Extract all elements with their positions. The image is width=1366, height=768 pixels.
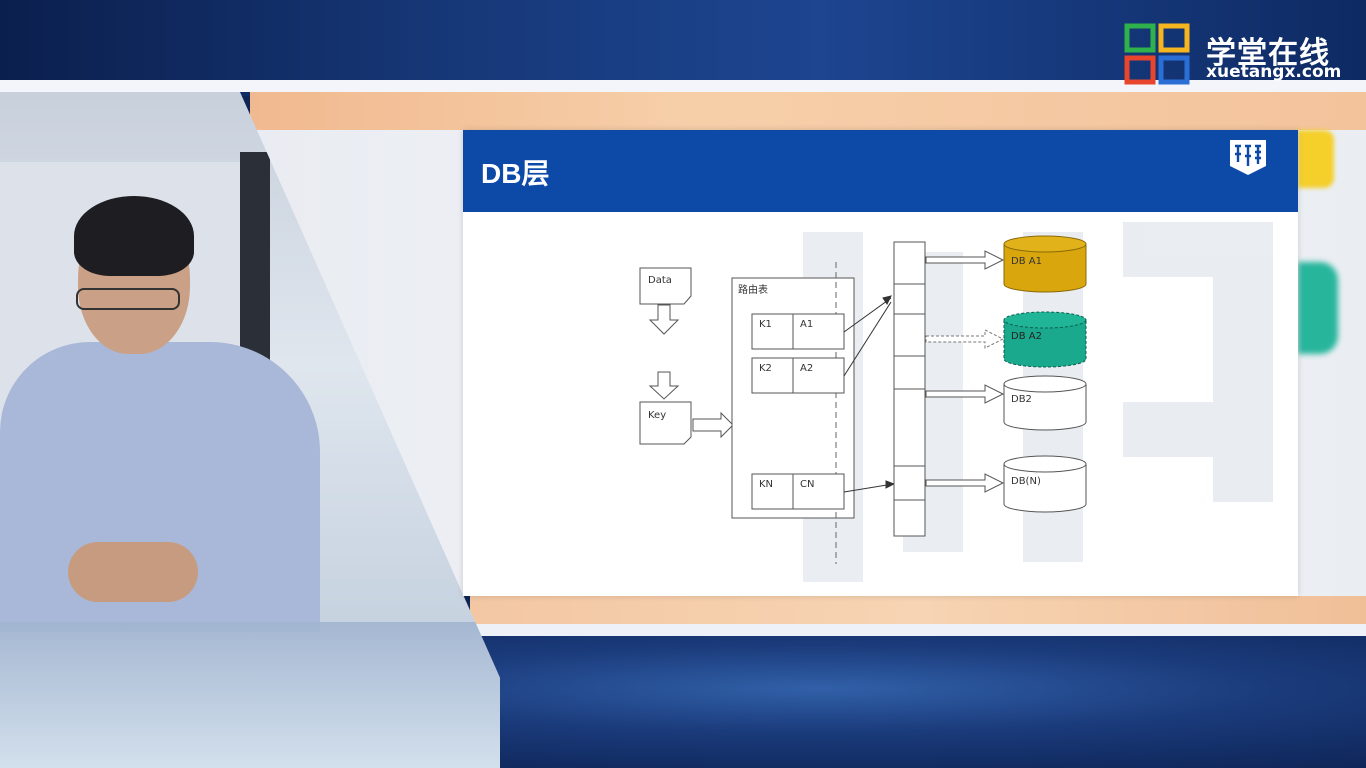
routing-row: KN CN bbox=[751, 473, 845, 510]
down-arrow-icon bbox=[648, 304, 680, 335]
decor-green-swatch bbox=[1298, 262, 1338, 354]
right-arrow-icon bbox=[692, 411, 734, 439]
routing-row: K2 A2 bbox=[751, 357, 845, 394]
slide-header: DB层 bbox=[463, 130, 1298, 212]
brand-name: 学堂在线 bbox=[1206, 36, 1330, 71]
routing-value: A2 bbox=[800, 363, 813, 374]
brand-logo[interactable]: 学堂在线 xuetangx.com bbox=[1124, 22, 1354, 86]
node-column bbox=[893, 241, 926, 537]
routing-row: K1 A1 bbox=[751, 313, 845, 350]
university-emblem-icon bbox=[1230, 140, 1266, 175]
brand-url: xuetangx.com bbox=[1206, 62, 1342, 82]
database-label: DB2 bbox=[1011, 394, 1032, 405]
slide-title: DB层 bbox=[481, 158, 550, 189]
routing-key: K1 bbox=[759, 319, 772, 330]
right-arrow-icon bbox=[925, 384, 1005, 404]
video-reflection bbox=[0, 622, 500, 768]
decor-yellow-swatch bbox=[1298, 130, 1334, 188]
divider-top bbox=[0, 80, 1366, 92]
database-label: DB A2 bbox=[1011, 331, 1042, 342]
right-arrow-icon bbox=[925, 473, 1005, 493]
brand-grid-icon bbox=[1124, 23, 1190, 85]
database-cylinder: DB(N) bbox=[1003, 455, 1087, 513]
instructor-glasses bbox=[76, 288, 180, 310]
routing-table-label: 路由表 bbox=[738, 283, 768, 296]
key-document-shape bbox=[639, 401, 692, 445]
down-arrow-icon bbox=[648, 371, 680, 400]
routing-value: CN bbox=[800, 479, 814, 490]
sharding-diagram: Data Key 路由表 K1 A1 K2 A2 KN CN bbox=[639, 222, 1273, 582]
routing-key: K2 bbox=[759, 363, 772, 374]
right-arrow-icon bbox=[925, 329, 1005, 349]
routing-connectors bbox=[843, 295, 896, 493]
instructor-hands bbox=[68, 542, 198, 602]
database-label: DB A1 bbox=[1011, 256, 1042, 267]
data-label: Data bbox=[648, 275, 672, 286]
database-label: DB(N) bbox=[1011, 476, 1041, 487]
lecture-slide: DB层 Data Key 路由表 bbox=[463, 130, 1298, 596]
database-cylinder: DB2 bbox=[1003, 375, 1087, 431]
decor-band-top bbox=[250, 92, 1366, 130]
right-arrow-icon bbox=[925, 250, 1005, 270]
instructor-hair bbox=[74, 196, 194, 276]
database-cylinder: DB A2 bbox=[1003, 311, 1087, 368]
routing-key: KN bbox=[759, 479, 773, 490]
data-document-shape bbox=[639, 267, 692, 305]
routing-value: A1 bbox=[800, 319, 813, 330]
key-label: Key bbox=[648, 410, 666, 421]
database-cylinder: DB A1 bbox=[1003, 235, 1087, 293]
